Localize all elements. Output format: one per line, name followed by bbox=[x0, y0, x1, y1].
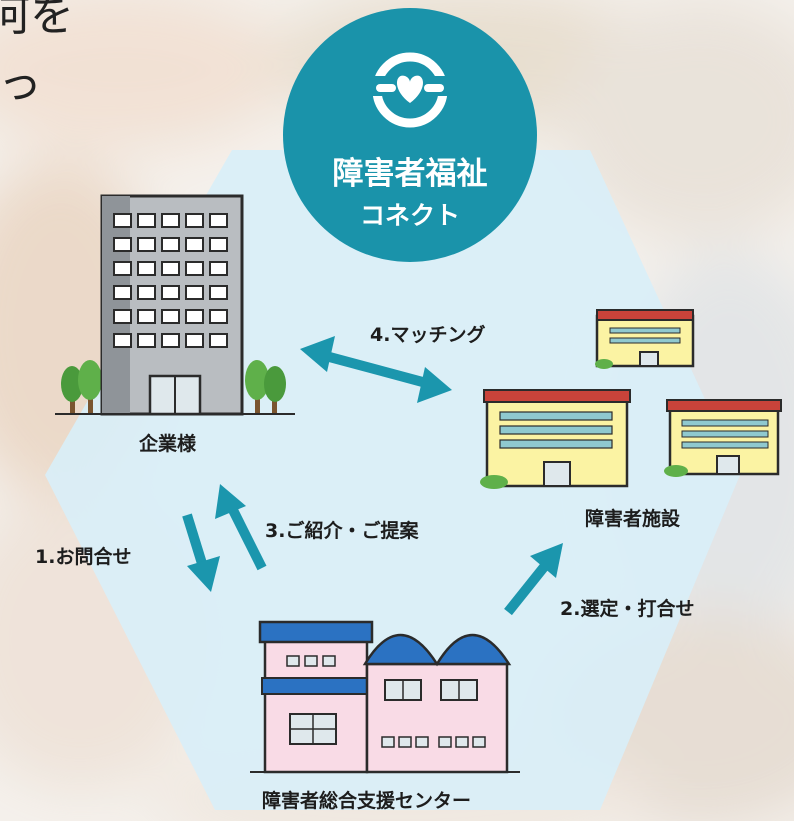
proposal-arrow bbox=[215, 484, 267, 571]
window bbox=[137, 309, 156, 324]
window bbox=[209, 237, 228, 252]
window bbox=[185, 237, 204, 252]
window bbox=[113, 237, 132, 252]
step-label-2: 2.選定・打合せ bbox=[560, 598, 695, 620]
window bbox=[185, 309, 204, 324]
window bbox=[209, 333, 228, 348]
node-label-facility: 障害者施設 bbox=[585, 508, 681, 530]
header-line-1: 何を bbox=[0, 0, 74, 41]
window bbox=[113, 309, 132, 324]
node-label-center: 障害者総合支援センター bbox=[262, 790, 472, 812]
company-building-icon bbox=[55, 194, 295, 416]
logo-badge bbox=[283, 8, 537, 262]
window bbox=[381, 736, 395, 748]
window bbox=[185, 333, 204, 348]
window bbox=[185, 261, 204, 276]
window bbox=[455, 736, 469, 748]
window bbox=[209, 309, 228, 324]
window bbox=[472, 736, 486, 748]
window bbox=[137, 213, 156, 228]
window bbox=[185, 213, 204, 228]
header-line-2: っ bbox=[0, 58, 42, 109]
matching-double-arrow bbox=[300, 336, 452, 403]
window bbox=[161, 213, 180, 228]
window bbox=[185, 285, 204, 300]
window bbox=[398, 736, 412, 748]
tree-icon bbox=[61, 360, 102, 414]
window bbox=[209, 261, 228, 276]
window bbox=[438, 736, 452, 748]
window bbox=[415, 736, 429, 748]
heart-connect-icon bbox=[368, 52, 452, 128]
step-label-3: 3.ご紹介・ご提案 bbox=[265, 520, 419, 542]
logo-title: 障害者福祉 bbox=[332, 156, 488, 192]
window bbox=[113, 213, 132, 228]
window bbox=[161, 285, 180, 300]
window bbox=[137, 261, 156, 276]
tree-icon bbox=[245, 360, 286, 414]
window bbox=[209, 285, 228, 300]
window bbox=[113, 261, 132, 276]
window bbox=[161, 237, 180, 252]
window bbox=[137, 333, 156, 348]
arrows bbox=[182, 336, 563, 616]
window bbox=[113, 333, 132, 348]
window bbox=[113, 285, 132, 300]
window bbox=[161, 333, 180, 348]
step-label-4: 4.マッチング bbox=[370, 324, 486, 346]
window bbox=[161, 309, 180, 324]
window bbox=[137, 285, 156, 300]
support-center-icon bbox=[250, 620, 520, 774]
selection-arrow bbox=[504, 543, 563, 616]
window bbox=[161, 261, 180, 276]
window bbox=[209, 213, 228, 228]
node-label-company: 企業様 bbox=[139, 433, 197, 455]
logo-subtitle: コネクト bbox=[359, 201, 460, 230]
inquiry-arrow bbox=[182, 513, 220, 592]
window bbox=[137, 237, 156, 252]
facility-buildings-icon bbox=[480, 309, 782, 489]
step-label-1: 1.お問合せ bbox=[35, 546, 132, 568]
